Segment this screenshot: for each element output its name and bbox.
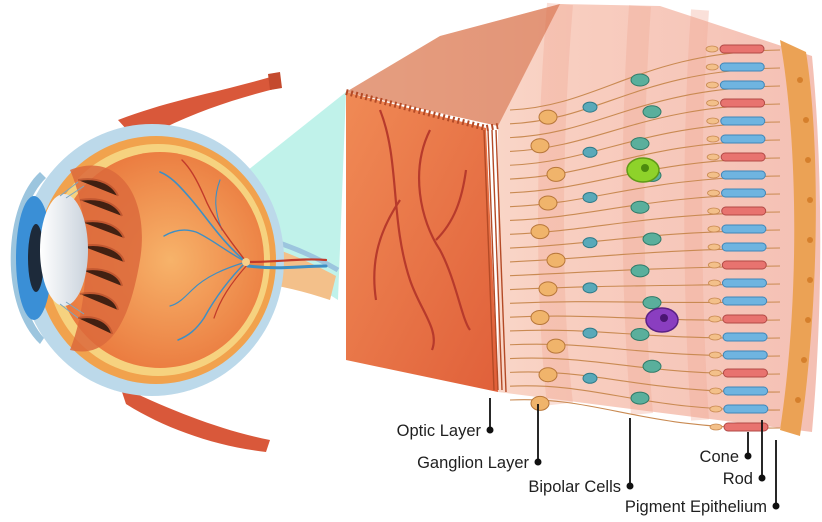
photoreceptor-body — [707, 118, 719, 124]
amacrine-cell — [583, 102, 597, 112]
amacrine-cell — [583, 147, 597, 157]
photoreceptor-body — [708, 226, 720, 232]
ganglion-cell — [547, 253, 565, 267]
rod-cell — [721, 171, 765, 179]
photoreceptor-body — [709, 334, 721, 340]
label-bipolar-cells: Bipolar Cells — [528, 478, 621, 496]
bipolar-cell — [643, 106, 661, 118]
bipolar-cell — [643, 360, 661, 372]
rod-cell — [721, 135, 765, 143]
rod-cell — [722, 279, 766, 287]
rod-cell — [722, 225, 766, 233]
cone-cell — [721, 99, 765, 107]
rod-cell — [723, 351, 767, 359]
optic-disc — [242, 258, 250, 266]
lower-eye-muscle — [120, 386, 270, 452]
rod-cell — [720, 63, 764, 71]
label-cone-group: Cone — [700, 432, 752, 466]
cone-cell — [723, 369, 767, 377]
bipolar-cell — [631, 328, 649, 340]
photoreceptor-body — [707, 172, 719, 178]
bipolar-cell — [643, 297, 661, 309]
amacrine-cell — [583, 373, 597, 383]
photoreceptor-body — [709, 316, 721, 322]
ganglion-cell — [539, 282, 557, 296]
amacrine-cell — [583, 192, 597, 202]
ganglion-cell — [531, 396, 549, 410]
photoreceptor-body — [709, 298, 721, 304]
rod-cell — [723, 297, 767, 305]
photoreceptor-body — [706, 46, 718, 52]
photoreceptor-body — [708, 208, 720, 214]
label-ganglion-layer: Ganglion Layer — [417, 454, 529, 472]
photoreceptor-body — [706, 64, 718, 70]
eyeball — [11, 72, 338, 452]
amacrine-cell — [583, 238, 597, 248]
ganglion-cell — [547, 167, 565, 181]
rod-cell — [724, 405, 768, 413]
rod-cell — [722, 243, 766, 251]
rod-cell — [722, 189, 766, 197]
photoreceptor-body — [709, 370, 721, 376]
rod-cell — [723, 333, 767, 341]
highlight-purple-nucleus — [660, 314, 668, 322]
retina-cross-section — [346, 4, 820, 436]
photoreceptor-body — [707, 154, 719, 160]
ganglion-cell — [539, 196, 557, 210]
photoreceptor-body — [708, 262, 720, 268]
highlight-green-nucleus — [641, 164, 649, 172]
bipolar-cell — [631, 74, 649, 86]
rod-cell — [724, 387, 768, 395]
rod-cell — [721, 117, 765, 125]
cone-cell — [723, 315, 767, 323]
amacrine-cell — [583, 328, 597, 338]
label-optic-layer-group: Optic Layer — [397, 398, 494, 440]
bipolar-cell — [631, 138, 649, 150]
lens — [40, 194, 88, 306]
label-optic-layer: Optic Layer — [397, 422, 482, 440]
label-rod: Rod — [723, 470, 753, 488]
photoreceptor-body — [708, 244, 720, 250]
photoreceptor-body — [710, 424, 722, 430]
bipolar-cell — [643, 233, 661, 245]
cone-cell — [722, 207, 766, 215]
ganglion-cell — [539, 368, 557, 382]
ganglion-cell — [547, 339, 565, 353]
label-bipolar-cells-group: Bipolar Cells — [528, 418, 633, 496]
bipolar-cell — [631, 392, 649, 404]
amacrine-cell — [583, 283, 597, 293]
photoreceptor-body — [706, 82, 718, 88]
photoreceptor-body — [707, 136, 719, 142]
photoreceptor-body — [708, 280, 720, 286]
photoreceptor-body — [707, 100, 719, 106]
rod-cell — [720, 81, 764, 89]
ganglion-cell — [531, 310, 549, 324]
cone-cell — [721, 153, 765, 161]
photoreceptor-body — [710, 388, 722, 394]
label-pigment-epithelium: Pigment Epithelium — [625, 498, 767, 516]
ganglion-cell — [531, 225, 549, 239]
upper-eye-muscle-tip — [268, 72, 282, 90]
bipolar-cell — [631, 201, 649, 213]
cone-cell — [722, 261, 766, 269]
label-cone: Cone — [700, 448, 739, 466]
ganglion-cell — [539, 110, 557, 124]
photoreceptor-body — [708, 190, 720, 196]
cone-cell — [720, 45, 764, 53]
photoreceptor-body — [709, 352, 721, 358]
ganglion-cell — [531, 139, 549, 153]
bipolar-cell — [631, 265, 649, 277]
retina-front-face — [346, 92, 498, 392]
photoreceptor-body — [710, 406, 722, 412]
